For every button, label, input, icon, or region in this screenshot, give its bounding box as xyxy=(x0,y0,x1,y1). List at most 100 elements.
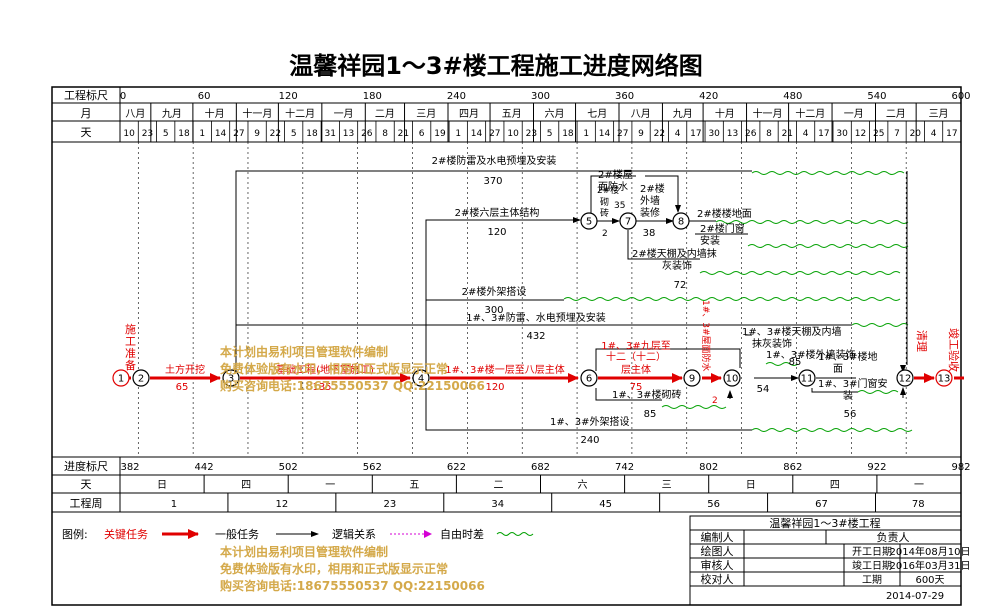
info-start-label: 开工日期 xyxy=(852,546,892,558)
header-grid xyxy=(52,87,961,513)
task-cleanup: 清理 xyxy=(915,330,928,352)
task-earthwork-days: 65 xyxy=(176,382,189,393)
weekday-label: 二 xyxy=(493,480,503,491)
month-label: 八月 xyxy=(125,108,145,120)
day-label: 21 xyxy=(782,129,793,139)
task-b13-ext: 1#、3#楼外墙装饰 xyxy=(766,348,855,361)
task-start-label-4: 备 xyxy=(125,358,136,372)
node-circle xyxy=(683,369,701,387)
month-labels: 八月九月十月十一月十二月一月二月三月四月五月六月七月八月九月十月十一月十二月一月… xyxy=(125,107,948,120)
task-b13-1to8-days: 120 xyxy=(485,382,504,393)
month-label: 一月 xyxy=(844,108,864,120)
task-b13-masonry-days: 85 xyxy=(644,409,657,420)
month-label: 二月 xyxy=(375,108,395,120)
week-label: 45 xyxy=(599,499,612,510)
row-label-week: 工程周 xyxy=(70,497,103,510)
task-b13-1to8: 1#、3#楼一层至八层主体 xyxy=(445,363,564,376)
weekday-label: 日 xyxy=(157,480,167,491)
day-label: 18 xyxy=(306,129,318,139)
task-b2-plaster-b: 灰装饰 xyxy=(662,259,692,272)
task-b13-9to12-c: 层主体 xyxy=(621,364,651,376)
progress-scale-label: 442 xyxy=(195,462,214,473)
progress-scale-label: 922 xyxy=(867,462,886,473)
day-label: 14 xyxy=(599,129,611,139)
day-label: 21 xyxy=(398,129,409,139)
task-b2-ext-a: 2#楼 xyxy=(640,182,665,195)
node-number: 8 xyxy=(678,217,684,228)
month-label: 三月 xyxy=(416,108,436,120)
weekday-label: 六 xyxy=(578,479,588,491)
progress-scale-label: 742 xyxy=(615,462,634,473)
day-label: 30 xyxy=(836,129,848,139)
day-ticks xyxy=(137,121,944,142)
day-label: 25 xyxy=(873,129,884,139)
node-12: 12 xyxy=(896,369,914,387)
task-b2-masonry-a: 2#楼 xyxy=(597,184,619,196)
scale-label: 480 xyxy=(783,91,802,102)
task-foundation: 基础工程(地下室施工) xyxy=(276,363,374,376)
task-b13-plaster-days: 85 xyxy=(789,357,802,368)
month-label: 九月 xyxy=(162,108,182,120)
week-label: 67 xyxy=(815,499,828,510)
day-label: 12 xyxy=(855,129,866,139)
weekday-labels: 日四一五二六三日四一 xyxy=(157,479,924,491)
week-label: 78 xyxy=(912,499,925,510)
weekday-label: 三 xyxy=(662,480,672,491)
task-b13-scaffold-days: 240 xyxy=(580,435,599,446)
scale-label: 180 xyxy=(363,91,382,102)
month-label: 十月 xyxy=(205,107,225,120)
day-label: 1 xyxy=(583,129,589,139)
day-label: 9 xyxy=(254,129,260,139)
day-label: 26 xyxy=(745,129,757,139)
week-label: 56 xyxy=(707,499,720,510)
day-label: 23 xyxy=(142,129,153,139)
node-number: 4 xyxy=(418,374,424,385)
task-b13-plaster-a: 1#、3#楼天棚及内墙 xyxy=(742,325,841,338)
node-number: 7 xyxy=(625,217,631,228)
legend-normal-label: 一般任务 xyxy=(215,528,259,541)
info-checker: 校对人 xyxy=(701,572,734,586)
info-title: 温馨祥园1～3#楼工程 xyxy=(769,516,880,530)
watermark-legend-line2: 免费体验版有水印，相用和正式版显示正常 xyxy=(220,561,448,576)
node-6: 6 xyxy=(580,369,598,387)
progress-scale-label: 382 xyxy=(120,462,139,473)
node-circle xyxy=(412,369,430,387)
node-13: 13 xyxy=(935,369,953,387)
week-ticks xyxy=(203,475,878,512)
watermark-main: 本计划由易利项目管理软件编制 免费体验版有水印，相用和正式版显示正常 购买咨询电… xyxy=(220,344,485,393)
watermark-legend-line1: 本计划由易利项目管理软件编制 xyxy=(220,544,388,559)
day-label: 18 xyxy=(178,129,190,139)
day-label: 7 xyxy=(894,129,900,139)
task-b2-door-a: 2#楼门窗 xyxy=(700,222,745,235)
task-b13-door-b: 装 xyxy=(843,389,853,402)
task-labels: 施 工 准 备 土方开挖 65 基础工程(地下室施工) 135 1#、3#楼一层… xyxy=(125,154,961,446)
scale-label: 0 xyxy=(120,91,126,102)
day-label: 30 xyxy=(708,129,720,139)
node-circle xyxy=(580,369,598,387)
task-b13-9to12-a: 1#、3#九层至 xyxy=(601,340,670,352)
task-b13-9to12-days: 75 xyxy=(630,382,643,393)
info-date: 2014-07-29 xyxy=(886,591,944,602)
task-b13-ext-days: 54 xyxy=(757,384,770,395)
task-b2-scaffold-days: 300 xyxy=(484,305,503,316)
node-number: 9 xyxy=(689,374,695,385)
info-end-value: 2016年03月31日 xyxy=(890,559,971,572)
day-label: 14 xyxy=(215,129,227,139)
month-label: 八月 xyxy=(631,108,651,120)
node-number: 2 xyxy=(138,374,144,385)
task-b13-9to12-b: 十二（十二） xyxy=(606,350,666,363)
node-circle xyxy=(112,369,130,387)
month-label: 九月 xyxy=(673,108,693,120)
legend-float-label: 自由时差 xyxy=(440,527,484,541)
task-b2-floor: 2#楼楼地面 xyxy=(697,207,752,220)
task-b13-roof: 1#、3#屋面防水 xyxy=(700,300,712,372)
node-number: 5 xyxy=(586,217,592,228)
progress-scale-label: 862 xyxy=(783,462,802,473)
row-label-month: 月 xyxy=(81,107,92,120)
info-drafter: 绘图人 xyxy=(701,544,734,558)
node-circle xyxy=(935,369,953,387)
month-label: 二月 xyxy=(886,108,906,120)
